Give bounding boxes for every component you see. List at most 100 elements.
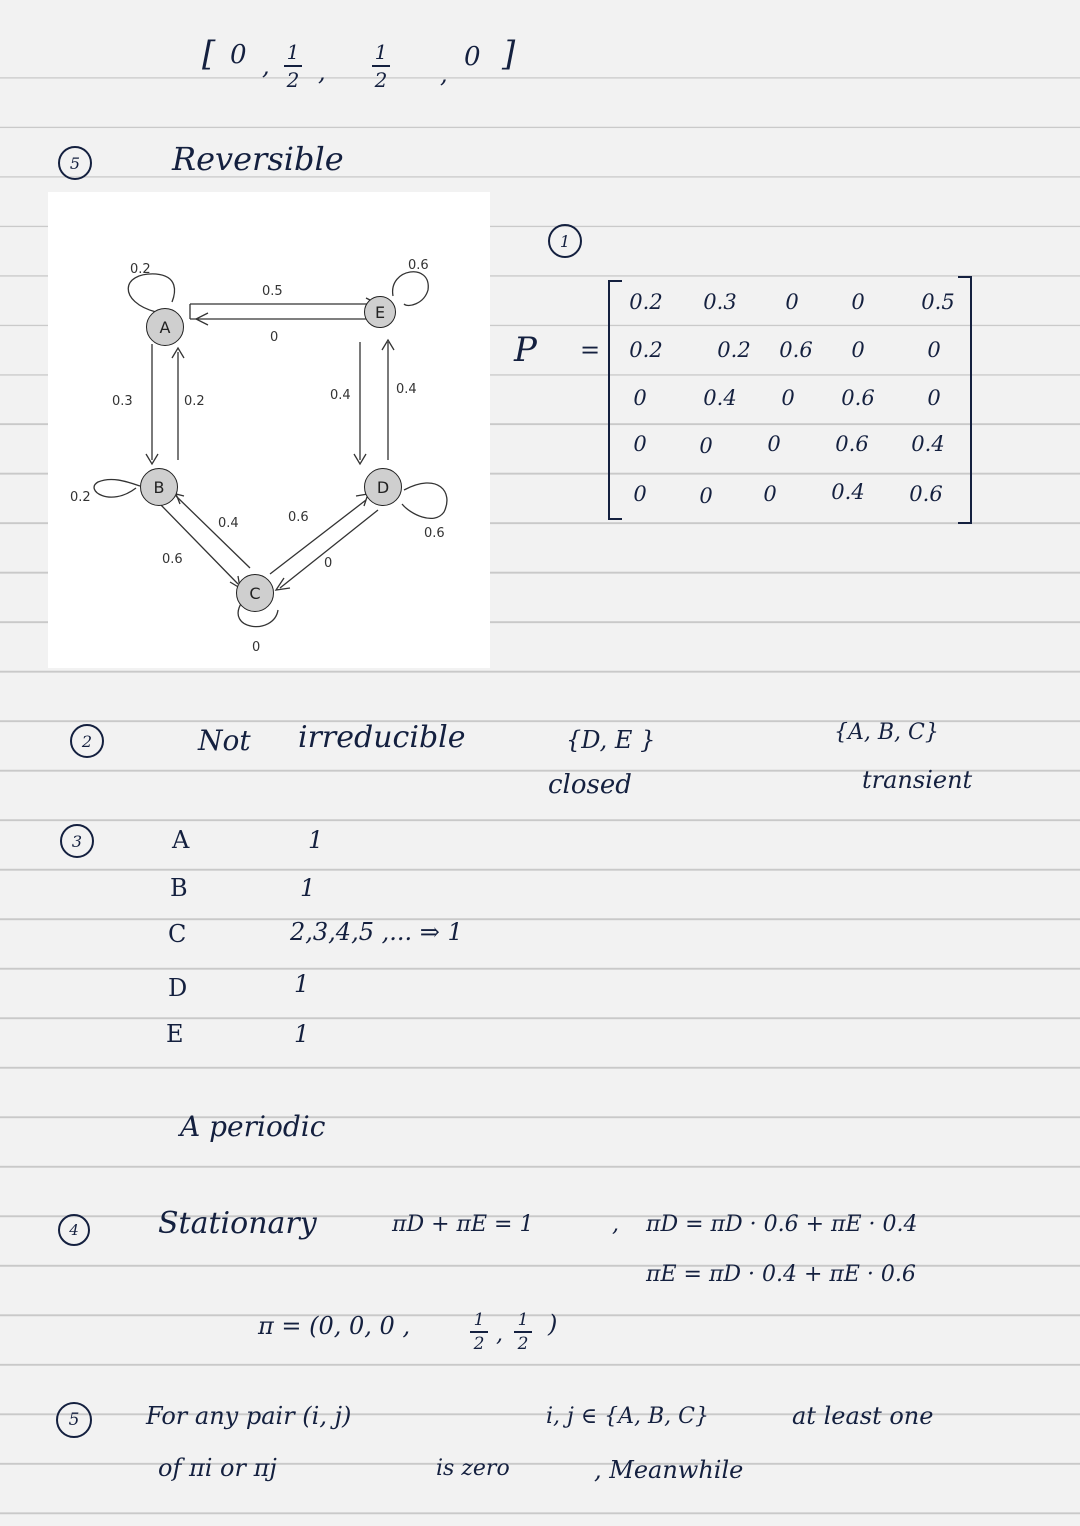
node-b: B — [140, 468, 178, 506]
node-e: E — [364, 296, 396, 328]
edge-label: 0.6 — [408, 258, 429, 273]
edge-label: 0.2 — [70, 490, 91, 505]
state-period: 1 — [294, 970, 310, 998]
stationary-eq-e: πE = πD · 0.4 + πE · 0.6 — [646, 1262, 916, 1287]
section-title: Reversible — [172, 140, 344, 178]
edge-label: 0 — [324, 556, 333, 571]
matrix-cell: 0.2 — [629, 290, 663, 314]
fraction: 1 2 — [514, 1310, 532, 1354]
matrix-cell: 0 — [699, 434, 713, 458]
matrix-cell: 0.3 — [703, 290, 737, 314]
closed-label: closed — [548, 770, 632, 800]
matrix-cell: 0.4 — [911, 432, 945, 456]
matrix-cell: 0.2 — [629, 338, 663, 362]
closed-set: {D, E } — [566, 726, 656, 754]
section5-line2-c: , Meanwhile — [594, 1456, 744, 1484]
edge-label: 0.2 — [184, 394, 205, 409]
bracket-close: ] — [502, 34, 516, 74]
comma: , — [318, 58, 326, 86]
matrix-cell: 0 — [927, 386, 941, 410]
vector-value: 0 — [230, 40, 247, 70]
state-period: 1 — [294, 1020, 310, 1048]
section5-line2-b: is zero — [436, 1456, 510, 1481]
matrix-cell: 0.4 — [831, 480, 865, 504]
section-marker: 3 — [60, 824, 94, 858]
stationary-eq-d: πD = πD · 0.6 + πE · 0.4 — [646, 1212, 918, 1237]
stationary-eq-sum: πD + πE = 1 — [392, 1212, 534, 1237]
stationary-title: Stationary — [158, 1206, 317, 1241]
matrix-cell: 0 — [763, 482, 777, 506]
diagram-edges — [93, 271, 448, 628]
fraction-numerator: 1 — [286, 40, 300, 64]
section5-line1-c: at least one — [792, 1402, 934, 1430]
fraction-numerator: 1 — [473, 1310, 485, 1330]
matrix-cell: 0 — [851, 290, 865, 314]
matrix-cell: 0 — [633, 386, 647, 410]
edge-label: 0.4 — [396, 382, 417, 397]
transient-set: {A, B, C} — [834, 720, 939, 745]
transient-label: transient — [862, 766, 973, 794]
matrix-bracket-right — [958, 276, 972, 524]
matrix-cell: 0 — [633, 482, 647, 506]
section5-line1-a: For any pair (i, j) — [146, 1402, 352, 1430]
edge-label: 0.5 — [262, 284, 283, 299]
matrix-cell: 0 — [781, 386, 795, 410]
state-period: 1 — [300, 874, 316, 902]
section-marker: 4 — [58, 1214, 90, 1246]
fraction-numerator: 1 — [374, 40, 388, 64]
matrix-cell: 0.6 — [909, 482, 943, 506]
state-label: B — [170, 874, 188, 902]
state-label: D — [168, 974, 188, 1002]
state-label: A — [172, 826, 190, 854]
section-marker: 5 — [58, 146, 92, 180]
comma: , — [440, 60, 448, 88]
section5-line1-b: i, j ∈ {A, B, C} — [546, 1404, 709, 1429]
edge-label: 0 — [252, 640, 261, 655]
vector-value: 0 — [464, 42, 481, 72]
edge-label: 0.6 — [162, 552, 183, 567]
edge-label: 0.4 — [330, 388, 351, 403]
matrix-bracket-left — [608, 280, 622, 520]
section-marker: 2 — [70, 724, 104, 758]
edge-label: 0.4 — [218, 516, 239, 531]
matrix-cell: 0.5 — [921, 290, 955, 314]
node-a: A — [146, 308, 184, 346]
state-period: 2,3,4,5 ,... ⇒ 1 — [290, 918, 463, 946]
matrix-cell: 0 — [699, 484, 713, 508]
edge-label: 0.3 — [112, 394, 133, 409]
fraction-denominator: 2 — [286, 68, 300, 92]
fraction-denominator: 2 — [374, 68, 388, 92]
section2-text-irreducible: irreducible — [298, 720, 466, 755]
edge-label: 0.6 — [424, 526, 445, 541]
section2-text-not: Not — [198, 724, 251, 757]
matrix-cell: 0.6 — [779, 338, 813, 362]
matrix-cell: 0.6 — [835, 432, 869, 456]
section5-line2-a: of πi or πj — [158, 1454, 277, 1482]
fraction-numerator: 1 — [517, 1310, 529, 1330]
matrix-cell: 0 — [927, 338, 941, 362]
matrix-cell: 0 — [633, 432, 647, 456]
matrix-cell: 0.2 — [717, 338, 751, 362]
matrix-cell: 0.6 — [841, 386, 875, 410]
comma: , — [612, 1212, 619, 1237]
comma: , — [496, 1322, 503, 1347]
node-d: D — [364, 468, 402, 506]
matrix-cell: 0.4 — [703, 386, 737, 410]
matrix-cell: 0 — [767, 432, 781, 456]
comma: , — [262, 52, 270, 80]
aperiodic-conclusion: A periodic — [180, 1110, 326, 1143]
equals-sign: = — [580, 336, 601, 364]
fraction: 1 2 — [284, 40, 302, 92]
pi-vector-prefix: π = (0, 0, 0 , — [258, 1312, 411, 1340]
state-label: E — [166, 1020, 184, 1048]
fraction-denominator: 2 — [473, 1334, 485, 1354]
matrix-cell: 0 — [851, 338, 865, 362]
fraction: 1 2 — [372, 40, 390, 92]
edge-label: 0.2 — [130, 262, 151, 277]
bracket-open: [ — [202, 34, 216, 74]
section-marker: 5 — [56, 1402, 92, 1438]
state-period: 1 — [308, 826, 324, 854]
node-c: C — [236, 574, 274, 612]
pi-vector-suffix: ) — [548, 1310, 558, 1338]
edge-label: 0.6 — [288, 510, 309, 525]
